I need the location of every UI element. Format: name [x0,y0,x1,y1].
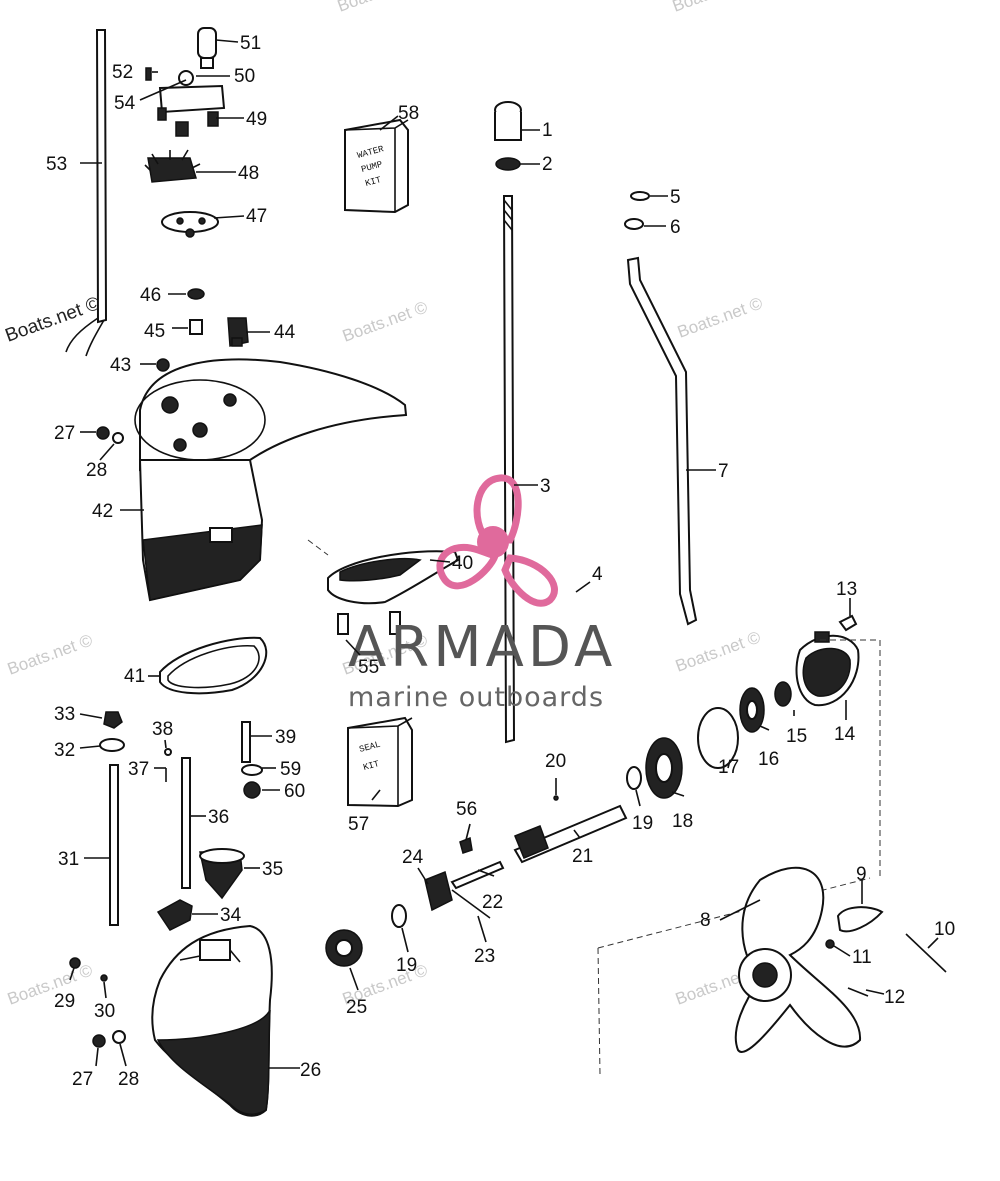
callout-57: 57 [348,814,369,835]
watermark: Boats.net © [3,293,104,347]
callout-23: 23 [474,946,495,967]
watermark: Boats.net © [675,293,766,341]
kit-label-line: KIT [362,759,381,773]
callout-56: 56 [456,799,477,820]
callout-7: 7 [718,461,729,482]
callout-46: 46 [140,285,161,306]
callout-15: 15 [786,726,807,747]
callout-51: 51 [240,33,261,54]
callout-numbers: 1 2 3 4 5 6 7 8 9 10 11 12 13 14 15 16 1… [46,33,955,1090]
armada-logo: ARMADA marine outboards [348,474,616,713]
callout-5: 5 [670,187,681,208]
callout-14: 14 [834,724,856,745]
callout-58: 58 [398,103,419,124]
propeller-assembly [597,639,947,1076]
callout-8: 8 [700,910,711,931]
callout-47: 47 [246,206,267,227]
callout-2: 2 [542,154,553,175]
callout-11: 11 [852,947,872,968]
callout-1: 1 [542,120,553,141]
seal-kit-box: SEAL KIT [347,716,413,808]
callout-60: 60 [284,781,305,802]
callout-34: 34 [220,905,242,926]
callout-44: 44 [274,322,296,343]
small-parts-43-46 [156,288,249,372]
callout-33: 33 [54,704,75,725]
callout-4: 4 [592,564,603,585]
callout-26: 26 [300,1060,321,1081]
lower-left-hardware [69,711,263,1048]
callout-59: 59 [280,759,301,780]
callout-35: 35 [262,859,283,880]
callout-19: 19 [632,813,653,834]
callout-42: 42 [92,501,113,522]
callout-29: 29 [54,991,75,1012]
callout-38: 38 [152,719,173,740]
watermark: Boats.net © [673,627,764,675]
callout-17: 17 [718,757,739,778]
callout-37: 37 [128,759,149,780]
water-pump-kit-box: WATER PUMP KIT [344,118,409,214]
water-pump-parts [144,27,226,238]
callout-9: 9 [856,864,867,885]
callout-30: 30 [94,1001,115,1022]
callout-53: 53 [46,154,67,175]
callout-41: 41 [124,666,145,687]
watermark: Boats.net © [5,960,96,1008]
callout-19-secondary: 19 [396,955,417,976]
callout-28-secondary: 28 [118,1069,139,1090]
callout-54: 54 [114,93,136,114]
callout-48: 48 [238,163,259,184]
callout-31: 31 [58,849,79,870]
gasket-41 [159,636,268,695]
callout-12: 12 [884,987,905,1008]
callout-36: 36 [208,807,229,828]
watermark: Boats.net © [340,297,431,345]
callout-16: 16 [758,749,779,770]
callout-27: 27 [54,423,75,444]
callout-49: 49 [246,109,267,130]
lower-gearcase-26 [151,924,273,1117]
drive-shaft-assembly [494,101,522,744]
callout-55: 55 [358,657,379,678]
callout-32: 32 [54,740,75,761]
callout-28: 28 [86,460,107,481]
shift-rod-assembly [624,191,698,626]
upper-housing-42 [96,358,408,602]
callout-43: 43 [110,355,131,376]
callout-20: 20 [545,751,566,772]
callout-50: 50 [234,66,255,87]
gear-train-parts [325,614,860,967]
brand-name: ARMADA [348,615,616,680]
callout-39: 39 [275,727,296,748]
watermark: Boats.net © [335,0,426,16]
callout-45: 45 [144,321,165,342]
callout-24: 24 [402,847,424,868]
callout-40: 40 [452,553,473,574]
brand-tagline: marine outboards [348,682,604,713]
kit-label-line: KIT [364,175,383,189]
callout-22: 22 [482,892,503,913]
callout-6: 6 [670,217,681,238]
callout-13: 13 [836,579,857,600]
propeller-logo-icon [436,474,558,607]
callout-21: 21 [572,846,593,867]
watermark: Boats.net © [5,630,96,678]
leader-lines [69,39,939,1069]
callout-52: 52 [112,62,133,83]
callout-3: 3 [540,476,551,497]
watermark: Boats.net © [670,0,761,16]
callout-25: 25 [346,997,367,1018]
callout-18: 18 [672,811,693,832]
shift-rod-53 [65,29,108,357]
callout-27-secondary: 27 [72,1069,93,1090]
callout-10: 10 [934,919,955,940]
